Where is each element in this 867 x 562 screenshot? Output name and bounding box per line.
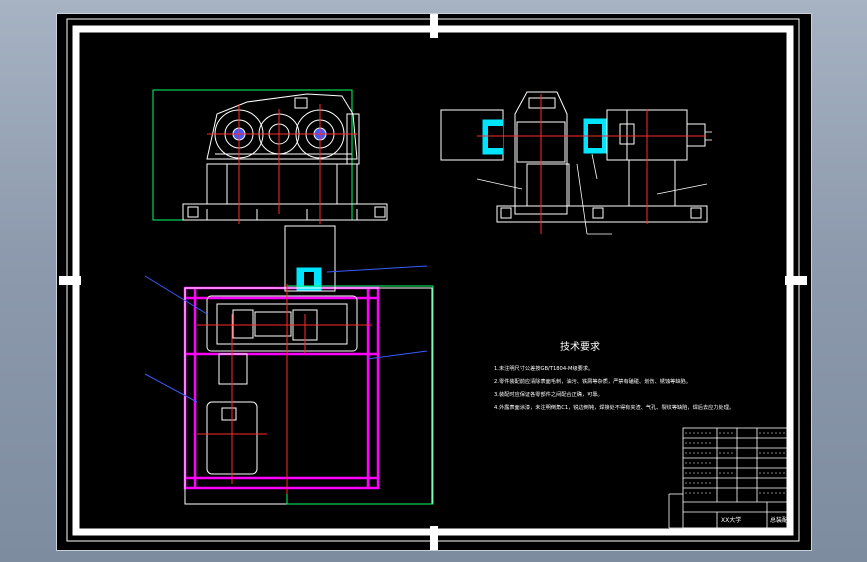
title-block-drawing-name: 总装配图 [770, 516, 794, 524]
center-mark-left [59, 276, 81, 285]
center-mark-top [430, 14, 438, 38]
cad-viewport[interactable]: 技术要求 1.未注明尺寸公差按GB/T1804-M级要求。 2.零件装配前应清除… [56, 13, 812, 551]
technical-requirements: 技术要求 1.未注明尺寸公差按GB/T1804-M级要求。 2.零件装配前应清除… [494, 340, 734, 411]
title-block-company: XX大学 [721, 516, 741, 524]
top-view-frame [183, 286, 380, 490]
title-block-rows [685, 432, 787, 494]
title-block [668, 427, 792, 529]
side-view-centerlines [477, 94, 705, 234]
side-view-leaders [476, 131, 712, 235]
top-view [184, 225, 434, 505]
tech-req-item-1: 1.未注明尺寸公差按GB/T1804-M级要求。 [494, 364, 593, 372]
center-mark-bottom [430, 526, 438, 550]
tech-req-item-3: 3.装配时应保证各零部件之间配合正确，可靠。 [494, 390, 603, 398]
tech-req-item-4: 4.外露表面涂漆，未注明倒角C1，锐边倒钝，焊接处不得有夹渣、气孔、裂纹等缺陷，… [494, 403, 734, 411]
front-view [152, 89, 388, 221]
front-view-centerlines [207, 104, 357, 224]
side-view [440, 91, 708, 223]
center-mark-right [785, 276, 807, 285]
assembly-drawing: 技术要求 1.未注明尺寸公差按GB/T1804-M级要求。 2.零件装配前应清除… [59, 14, 807, 550]
tech-req-title: 技术要求 [560, 340, 600, 353]
top-view-leaders [144, 265, 428, 403]
top-view-centerlines [197, 284, 372, 494]
tech-req-item-2: 2.零件装配前应清除表面毛刺，油污、铁屑等杂质，严禁有磕碰、划伤、锈蚀等缺陷。 [494, 377, 691, 385]
